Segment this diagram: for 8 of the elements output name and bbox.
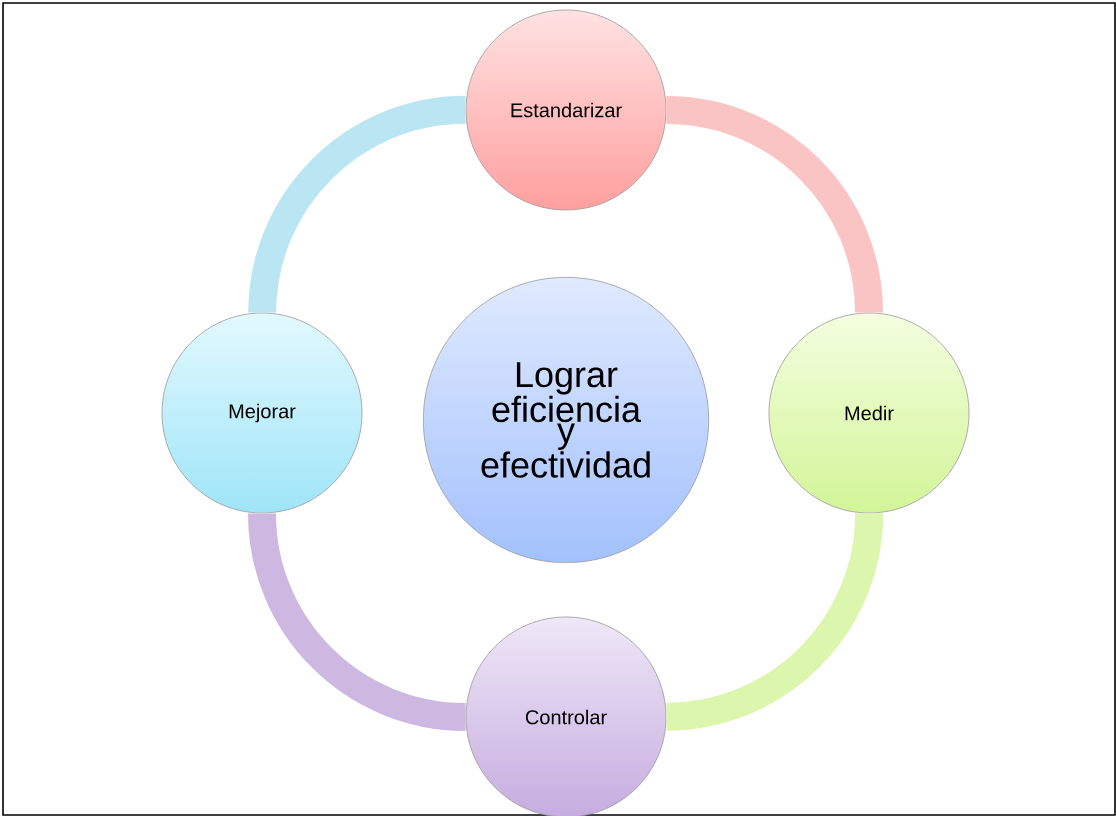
ring-arc — [665, 512, 884, 731]
circle-node: Estandarizar — [465, 9, 667, 211]
circle-node: Lograr eficiencia y efectividad — [422, 276, 710, 564]
circle-node: Medir — [768, 312, 970, 514]
ring-arc — [665, 96, 883, 314]
ring-arc — [248, 95, 467, 314]
circle-node: Mejorar — [161, 312, 363, 514]
ring-arc — [248, 512, 467, 731]
